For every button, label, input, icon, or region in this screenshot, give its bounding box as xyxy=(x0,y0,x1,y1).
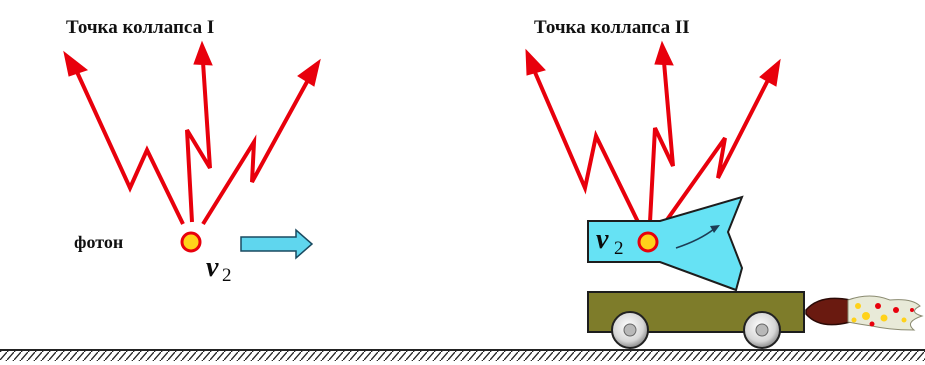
wheel-icon xyxy=(743,311,781,349)
flame-icon xyxy=(805,295,924,331)
photon-dot-icon xyxy=(637,231,659,253)
photon-label: фотон xyxy=(74,232,123,252)
cart-icon xyxy=(587,291,805,349)
photon-dot-icon xyxy=(180,231,202,253)
ray-right-icon xyxy=(662,58,781,226)
velocity-label-1: v 2 xyxy=(206,252,232,286)
ray-left-icon xyxy=(63,50,185,225)
collapse-point-1-title: Точка коллапса I xyxy=(66,17,214,38)
velocity-subscript: 2 xyxy=(614,238,624,259)
right-arrow-icon xyxy=(240,228,314,260)
velocity-symbol: v xyxy=(596,224,609,255)
ray-center-icon xyxy=(648,40,675,223)
collapse-point-2-rays xyxy=(525,40,781,227)
velocity-symbol: v xyxy=(206,252,219,283)
wheel-icon xyxy=(611,311,649,349)
collapse-point-1-rays xyxy=(63,40,321,226)
rocket-icon: v 2 xyxy=(587,195,744,292)
ray-right-icon xyxy=(201,58,321,226)
ray-left-icon xyxy=(525,48,642,227)
ray-center-icon xyxy=(185,40,213,223)
ground-line xyxy=(0,349,925,361)
velocity-subscript: 2 xyxy=(222,265,232,286)
collapse-point-2-title: Точка коллапса II xyxy=(534,17,690,38)
